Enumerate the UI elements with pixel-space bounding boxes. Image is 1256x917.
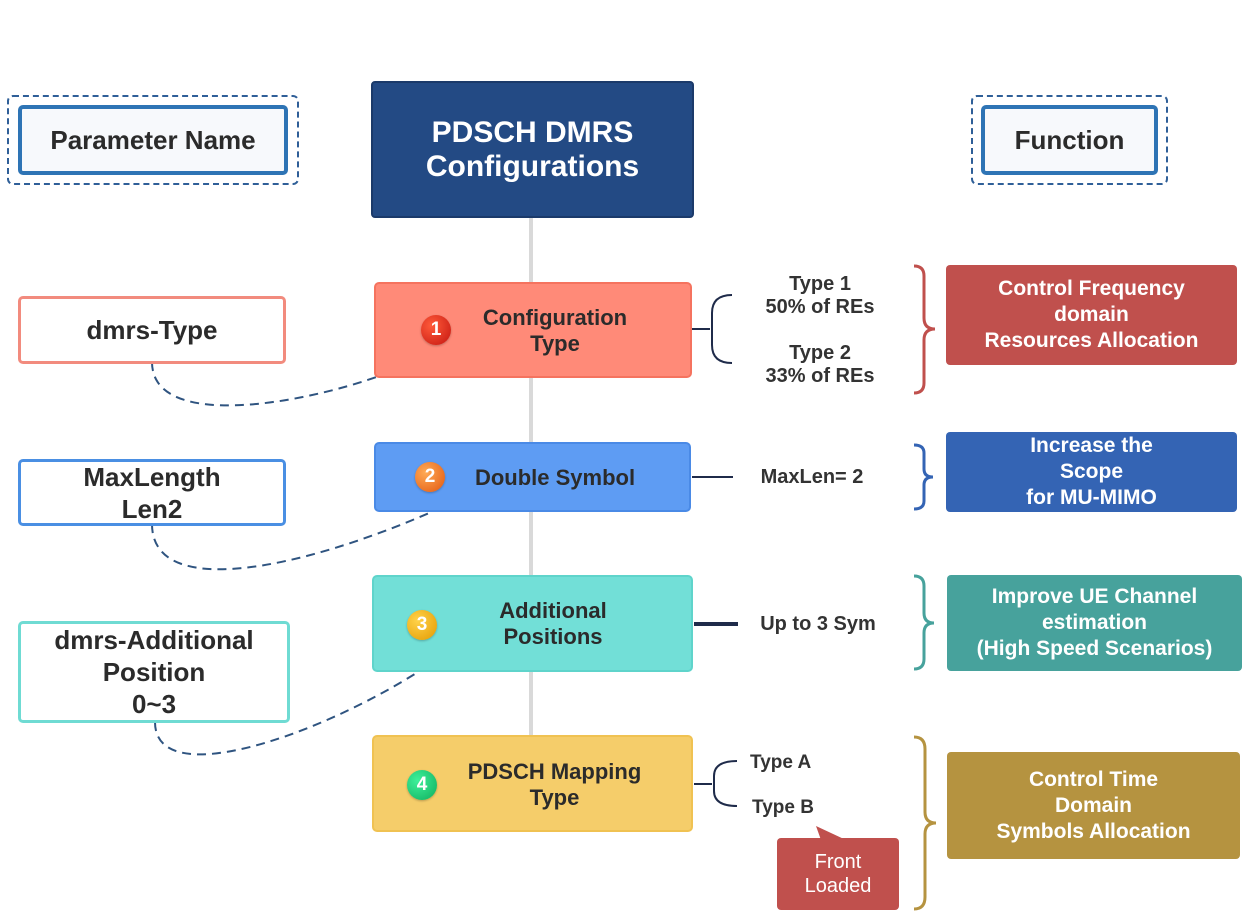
param-maxlength: MaxLength Len2: [18, 459, 286, 526]
function-line: Improve UE Channel: [991, 585, 1198, 608]
step-label-line: Additional: [499, 598, 607, 623]
curly-brace-2: [913, 443, 934, 511]
function-line: estimation: [1041, 611, 1148, 634]
curly-brace-1: [913, 264, 936, 395]
dashed-connector-1: [151, 361, 383, 407]
option-type-a: Type A: [750, 752, 812, 773]
parameter-name-label: Parameter Name: [18, 105, 288, 175]
option-brace-1: [692, 294, 733, 364]
step-label-line: Double Symbol: [474, 465, 636, 490]
option-maxlen: MaxLen= 2: [760, 466, 864, 488]
title-line-1: PDSCH DMRS: [431, 115, 634, 149]
number-badge-2-icon: 2: [415, 462, 445, 492]
step-label-line: PDSCH Mapping: [467, 759, 642, 784]
number-badge-3-icon: 3: [407, 610, 437, 640]
param-line: dmrs-Additional: [54, 625, 254, 655]
step-label-line: Configuration: [482, 305, 628, 330]
function-line: (High Speed Scenarios): [976, 637, 1213, 660]
step-additional-positions: 3 Additional Positions: [372, 575, 693, 672]
function-box-1: Control Frequency domain Resources Alloc…: [946, 265, 1237, 365]
step-label-line: Type: [530, 331, 580, 356]
option-line: Type 1: [789, 273, 851, 295]
function-line: Domain: [1054, 793, 1132, 817]
number-badge-4-icon: 4: [407, 770, 437, 800]
function-line: for MU-MIMO: [1026, 486, 1157, 509]
option-type-1: Type 1 50% of REs: [740, 273, 900, 319]
param-line: dmrs-Type: [86, 315, 218, 345]
function-header: Function: [971, 95, 1168, 185]
curly-brace-3: [913, 574, 935, 671]
function-line: Control Frequency: [998, 277, 1185, 300]
function-line: Scope: [1059, 460, 1124, 483]
function-box-3: Improve UE Channel estimation (High Spee…: [947, 575, 1242, 671]
function-line: Symbols Allocation: [996, 819, 1191, 843]
parameter-name-header: Parameter Name: [7, 95, 299, 185]
function-box-4: Control Time Domain Symbols Allocation: [947, 752, 1240, 859]
title-line-2: Configurations: [425, 149, 640, 183]
step-double-symbol: 2 Double Symbol: [374, 442, 691, 512]
callout-line: Loaded: [804, 875, 872, 897]
dashed-connector-2: [151, 509, 437, 571]
number-badge-1-icon: 1: [421, 315, 451, 345]
function-line: Resources Allocation: [984, 329, 1199, 352]
callout-pointer: [816, 826, 846, 840]
step-label-line: Positions: [503, 624, 603, 649]
function-box-2: Increase the Scope for MU-MIMO: [946, 432, 1237, 512]
option-line: 50% of REs: [765, 296, 875, 318]
page-title: PDSCH DMRS Configurations: [371, 81, 694, 218]
curly-brace-4: [913, 735, 937, 911]
option-type-b: Type B: [752, 797, 814, 818]
function-line: Increase the: [1030, 434, 1153, 457]
front-loaded-callout: Front Loaded: [777, 838, 899, 910]
dashed-connector-3: [154, 671, 419, 756]
function-label: Function: [981, 105, 1158, 175]
function-line: Control Time: [1028, 767, 1159, 791]
param-dmrs-type: dmrs-Type: [18, 296, 286, 364]
function-line: domain: [1054, 303, 1129, 326]
param-line: Position: [102, 657, 206, 687]
option-brace-4: [694, 760, 738, 807]
callout-line: Front: [814, 851, 862, 873]
step-label-line: Type: [529, 785, 580, 810]
param-line: Len2: [121, 493, 183, 524]
param-dmrs-additional-position: dmrs-Additional Position 0~3: [18, 621, 290, 723]
option-type-2: Type 2 33% of REs: [740, 342, 900, 388]
step-pdsch-mapping-type: 4 PDSCH Mapping Type: [372, 735, 693, 832]
option-up-to-3-sym: Up to 3 Sym: [760, 613, 876, 635]
param-line: MaxLength: [83, 461, 221, 492]
param-line: 0~3: [131, 689, 177, 719]
step-configuration-type: 1 Configuration Type: [374, 282, 692, 378]
option-line: 33% of REs: [765, 365, 875, 387]
option-line: Type 2: [789, 342, 851, 364]
